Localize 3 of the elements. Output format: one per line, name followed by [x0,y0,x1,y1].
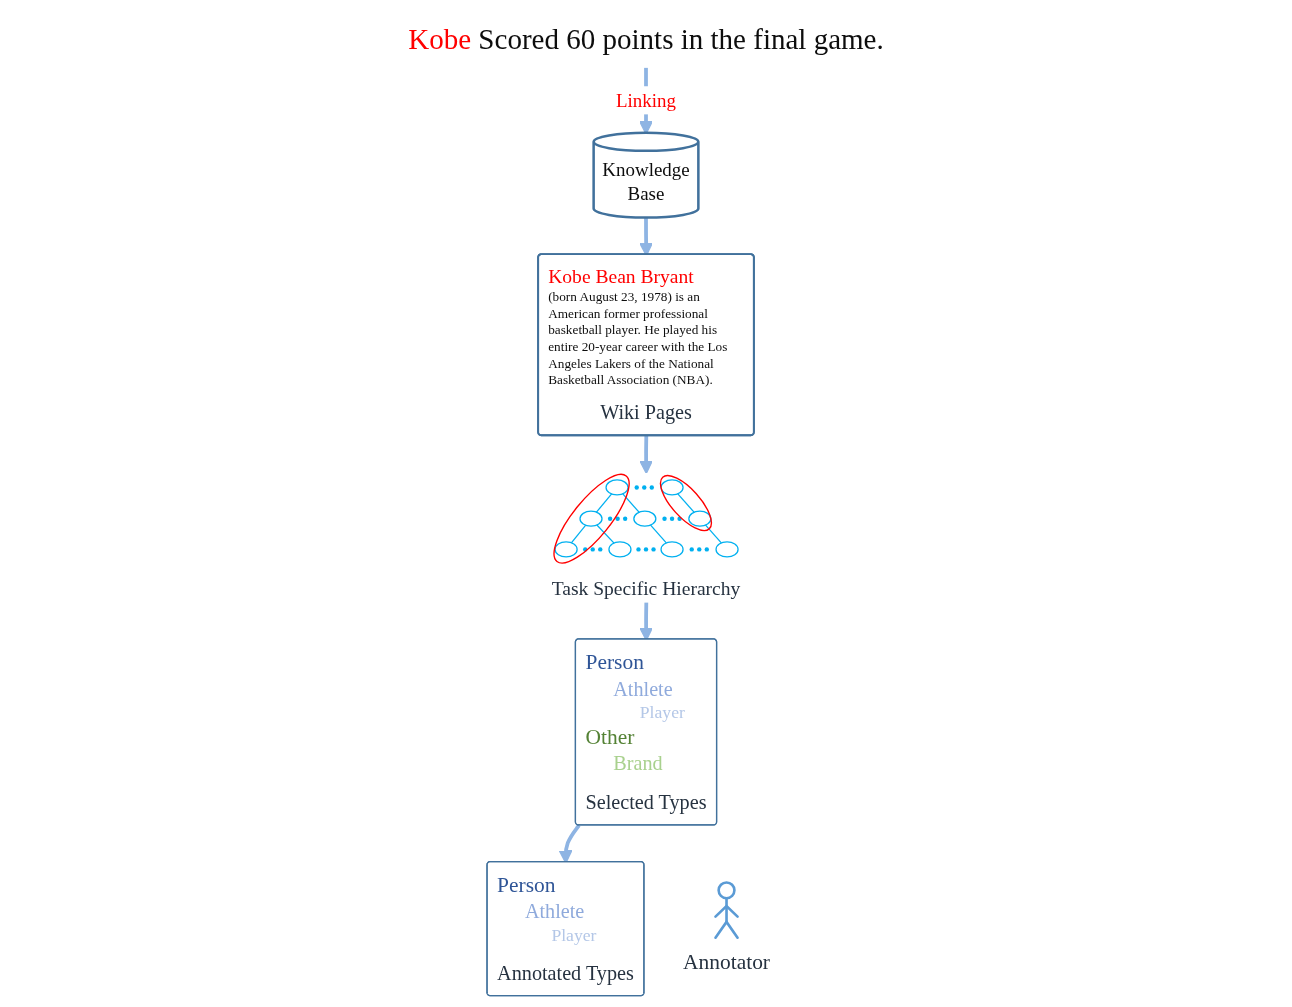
arrow [639,435,654,474]
node-text: Kobe Scored 60 points in the final game. [408,23,884,56]
edge-label: Linking [616,89,676,111]
